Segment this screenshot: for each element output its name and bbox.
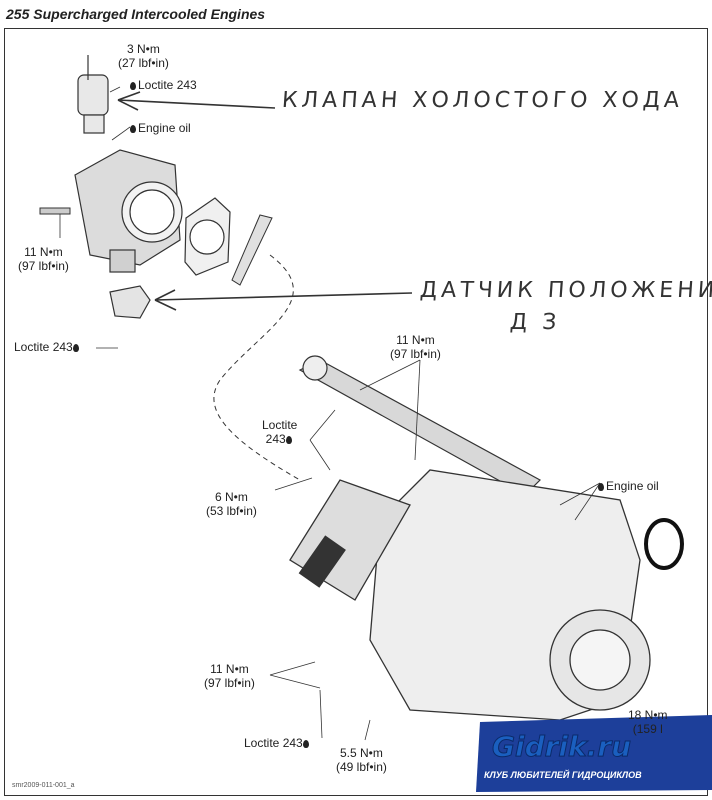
throttle-body [74, 149, 183, 273]
annotation-position-sensor: ДАТЧИК ПОЛОЖЕНИЯ [419, 278, 712, 303]
ecm-module [289, 479, 411, 601]
label-torque-11nm-bottom: 11 N•m(97 lbf•in) [204, 662, 255, 690]
intake-manifold [369, 469, 651, 721]
o-ring [644, 518, 684, 570]
oil-drop-icon [598, 483, 604, 491]
figure-code: smr2009-011-001_a [12, 782, 75, 789]
throttle-position-sensor [109, 285, 151, 319]
oil-drop-icon [72, 344, 79, 352]
annotation-position-sensor-line2: Д З [509, 310, 562, 335]
label-torque-55nm: 5.5 N•m(49 lbf•in) [336, 746, 387, 774]
logo-subtitle: КЛУБ ЛЮБИТЕЛЕЙ ГИДРОЦИКЛОВ [484, 770, 642, 780]
label-torque-11nm-rail: 11 N•m(97 lbf•in) [390, 333, 441, 361]
wiring-path [213, 254, 301, 481]
oil-drop-icon [130, 82, 136, 90]
idle-air-valve [77, 55, 109, 134]
hand-arrows [117, 91, 413, 311]
label-engine-oil-top: Engine oil [130, 121, 191, 135]
label-torque-3nm: 3 N•m(27 lbf•in) [118, 42, 169, 70]
label-loctite-left: Loctite 243 [14, 340, 81, 354]
label-loctite-top: Loctite 243 [130, 78, 197, 92]
site-logo[interactable]: Gidrik.ru [491, 730, 632, 764]
fuel-rail [298, 355, 541, 496]
diagram-frame [4, 28, 708, 796]
label-torque-11nm-left: 11 N•m(97 lbf•in) [18, 245, 69, 273]
oil-drop-icon [285, 436, 292, 444]
throttle-gasket [184, 197, 231, 276]
leader-lines [59, 86, 601, 741]
label-loctite-bottom: Loctite 243 [244, 736, 311, 750]
label-torque-18nm: 18 N•m(159 l [628, 708, 668, 736]
label-torque-6nm: 6 N•m(53 lbf•in) [206, 490, 257, 518]
oil-drop-icon [302, 740, 309, 748]
thin-gasket [231, 214, 273, 286]
oil-drop-icon [130, 125, 136, 133]
logo-wave [476, 715, 712, 792]
screw-left [39, 207, 71, 215]
label-engine-oil-right: Engine oil [598, 479, 659, 493]
page-header: 255 Supercharged Intercooled Engines [6, 6, 266, 22]
annotation-idle-valve: КЛАПАН ХОЛОСТОГО ХОДА [281, 88, 684, 113]
